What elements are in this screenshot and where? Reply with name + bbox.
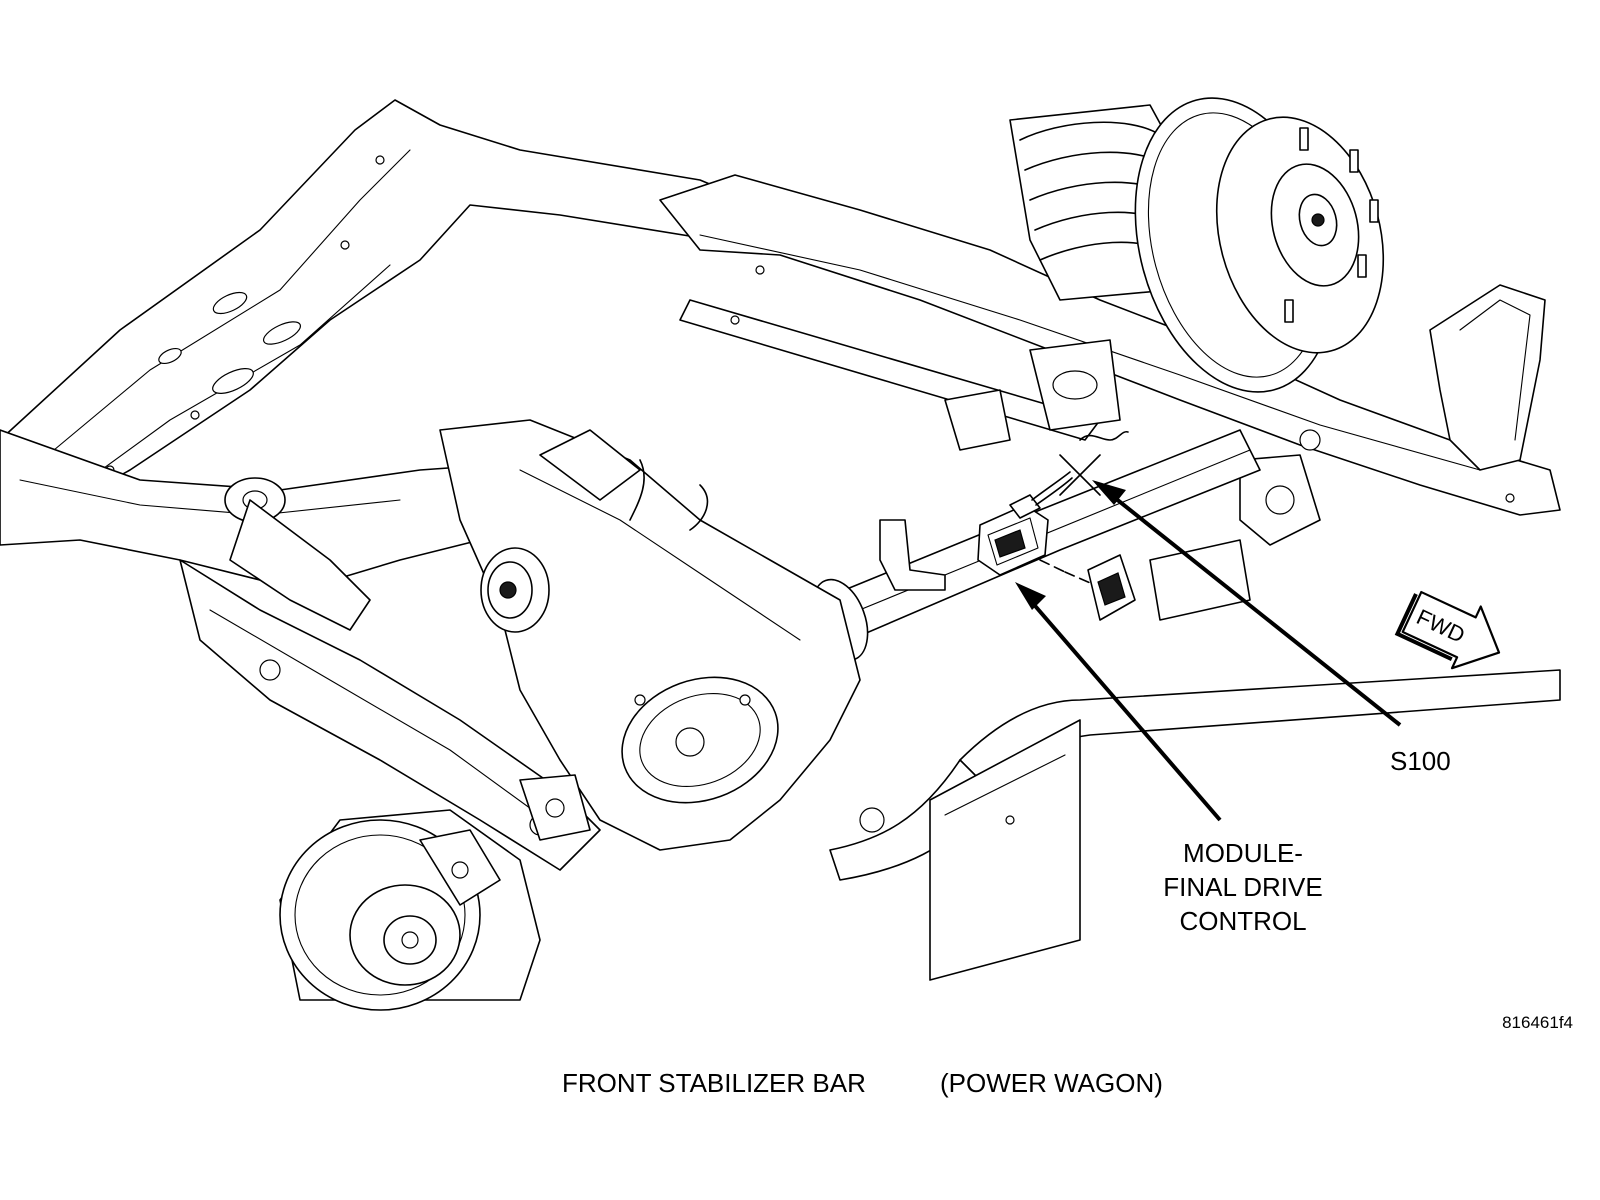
splice-s100-marker xyxy=(1059,430,1129,496)
front-differential xyxy=(439,419,861,851)
leader-line-module xyxy=(1015,582,1222,822)
right-spring-bracket xyxy=(1429,284,1546,471)
module-callout-line2: FINAL DRIVE xyxy=(1163,872,1322,902)
forward-direction-arrow: FWD xyxy=(1394,590,1501,670)
final-drive-control-module xyxy=(977,471,1136,621)
lower-left-hub-rotor xyxy=(279,809,541,1011)
figure-id: 816461f4 xyxy=(1502,1013,1573,1032)
caption-part-name: FRONT STABILIZER BAR xyxy=(562,1068,866,1098)
upper-right-hub-rotor xyxy=(1134,97,1385,393)
front-stabilizer-bar xyxy=(829,669,1561,981)
module-callout-line3: CONTROL xyxy=(1179,906,1306,936)
s100-callout-label: S100 xyxy=(1390,746,1451,776)
upper-axle-mounts xyxy=(944,339,1321,546)
leader-line-s100 xyxy=(1092,480,1402,727)
module-callout-line1: MODULE- xyxy=(1183,838,1303,868)
caption-variant: (POWER WAGON) xyxy=(940,1068,1163,1098)
left-frame-rail xyxy=(0,99,761,536)
